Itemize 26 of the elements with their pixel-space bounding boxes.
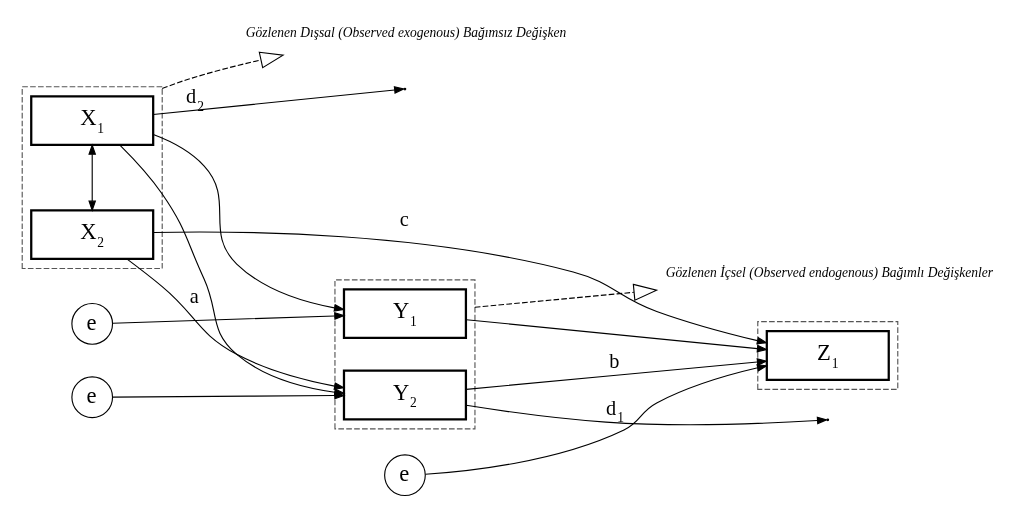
node-box: Y$_{1}$ <box>342 287 468 339</box>
node-box: X$_{2}$ <box>30 208 155 260</box>
arrow <box>465 357 769 390</box>
node-text: Gözlenen İçsel (Observed endogenous) Bağımlı Değişkenler <box>665 264 994 280</box>
arrow <box>152 230 769 344</box>
edge-label: a <box>189 284 199 307</box>
arrow <box>465 318 769 352</box>
node-circle: e <box>384 453 426 496</box>
arrow <box>112 311 346 324</box>
node-box: Z$_{1}$ <box>765 329 890 381</box>
cluster <box>21 85 163 269</box>
node-text: Gözlenen Dışsal (Observed exogenous) Bağımsız Değişken <box>245 24 567 40</box>
edge-label: c <box>399 207 409 230</box>
arrow <box>126 258 346 390</box>
edge-label: b <box>609 349 620 372</box>
node-circle: e <box>71 302 114 345</box>
node-box: X$_{1}$ <box>30 94 155 146</box>
edge-label: d$_{1}$ <box>605 396 624 425</box>
arrow <box>161 51 285 89</box>
arrow <box>474 283 659 308</box>
node-box: Y$_{2}$ <box>342 369 468 420</box>
arrow <box>152 133 346 312</box>
arrow <box>424 363 769 475</box>
arrow <box>88 142 97 212</box>
node-circle: e <box>71 375 114 418</box>
arrow <box>112 391 346 399</box>
